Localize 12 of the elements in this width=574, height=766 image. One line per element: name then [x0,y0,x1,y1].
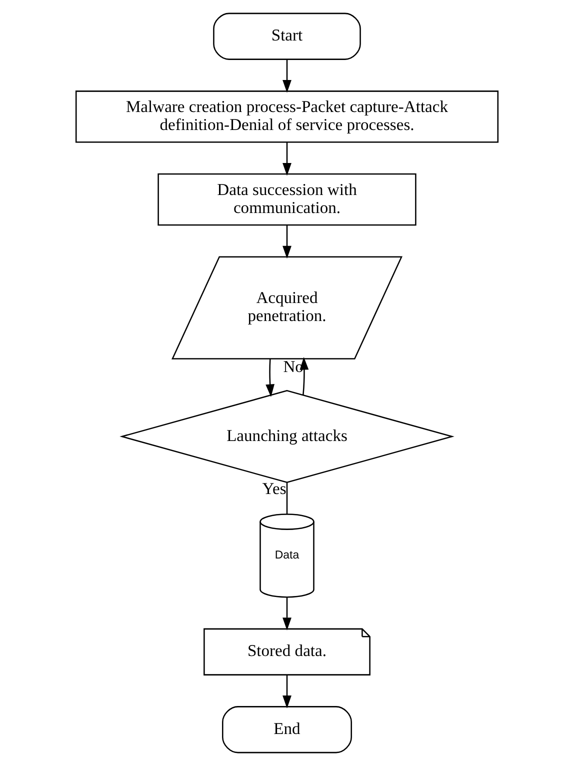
arrow [266,358,275,397]
arrow [282,597,292,630]
arrow [282,674,292,708]
arrow [282,60,292,93]
arrow [282,142,292,176]
node-box: Data succession with communication. [158,173,416,226]
connector [286,482,288,514]
arrow [282,225,292,259]
node-box: Start [213,12,361,60]
node-diamond: Launching attacks [120,390,454,484]
node-box: Malware creation process-Packet capture-Attack definition-Denial of service processes. [75,90,499,143]
node-box: End [222,706,352,754]
